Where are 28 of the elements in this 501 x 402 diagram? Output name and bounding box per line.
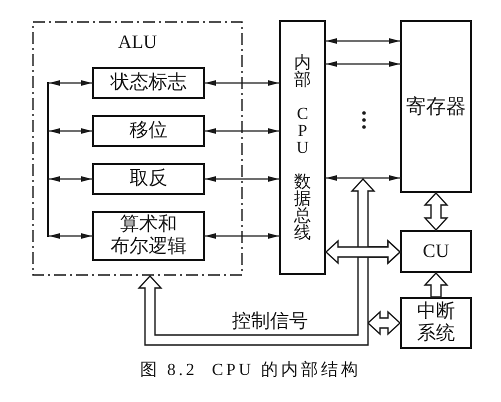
double-arrow bbox=[326, 61, 400, 67]
double-arrow bbox=[49, 176, 92, 182]
control-unit-box: CU bbox=[400, 230, 472, 273]
interrupt-box: 中断系统 bbox=[400, 297, 472, 349]
double-arrow bbox=[49, 128, 92, 134]
double-arrow bbox=[49, 233, 92, 239]
double-arrow bbox=[205, 80, 279, 86]
double-arrow bbox=[326, 175, 400, 181]
register-box: 寄存器 bbox=[400, 20, 472, 193]
figure-caption: 图 8.2 CPU 的内部结构 bbox=[138, 359, 362, 381]
bus-box: 内部 CPU 数据总线 bbox=[279, 20, 326, 275]
hollow-arrow bbox=[423, 192, 449, 232]
double-arrow bbox=[205, 128, 279, 134]
double-arrow bbox=[49, 80, 92, 86]
process-box: 移位 bbox=[92, 115, 205, 147]
hollow-arrow bbox=[366, 310, 402, 336]
double-arrow bbox=[326, 38, 400, 44]
dash-dot-frame bbox=[32, 21, 243, 276]
process-box: 状态标志 bbox=[92, 67, 205, 99]
edge-label: 控制信号 bbox=[232, 312, 308, 332]
bus-line bbox=[47, 82, 49, 237]
hollow-arrow bbox=[423, 272, 449, 298]
process-box: 取反 bbox=[92, 163, 205, 195]
process-box: 算术和布尔逻辑 bbox=[92, 211, 205, 261]
double-arrow bbox=[205, 233, 279, 239]
double-arrow bbox=[205, 176, 279, 182]
frame-title: ALU bbox=[116, 32, 158, 54]
hollow-arrow bbox=[324, 239, 402, 265]
